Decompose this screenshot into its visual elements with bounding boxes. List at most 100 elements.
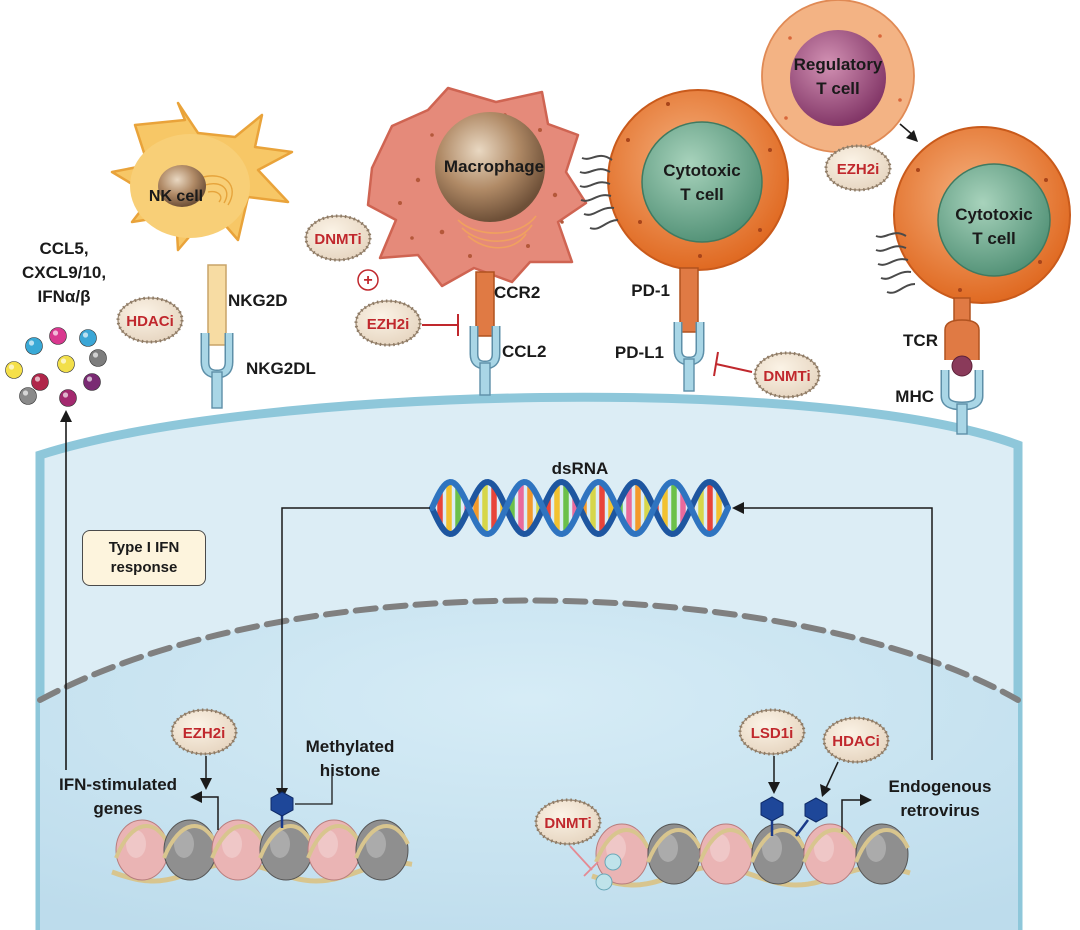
dna-wrap [162, 824, 218, 859]
ezh2i-pill-macrophage: EZH2i [354, 299, 422, 347]
ifn-tss-line [200, 796, 219, 830]
ifn-tss-arrowhead [190, 791, 202, 803]
cytokine-dot-highlight [8, 364, 15, 370]
ezh2i-treg-label: EZH2i [837, 161, 880, 178]
ctl2-granules [916, 168, 1048, 292]
ezh2i-down-arrowhead [200, 778, 212, 790]
cytokine-dots [5, 327, 107, 407]
dnmti-bottom-inhibit-line [569, 845, 593, 871]
cytotoxic-t-cell-2: Cytotoxic T cell [875, 126, 1071, 304]
ifn-genes-line-1: IFN-stimulated [59, 775, 177, 794]
chromatin-right [591, 823, 911, 888]
nucleosome-highlight [222, 830, 242, 858]
cytokine-dot-highlight [34, 376, 41, 382]
treg-label-line-1: Regulatory [794, 55, 883, 74]
nkg2d-label: NKG2D [228, 291, 288, 310]
tcr-label: TCR [903, 331, 938, 350]
regulatory-t-cell: Regulatory T cell [761, 0, 915, 153]
hdaci-top-label: HDACi [126, 313, 174, 330]
cytokine-dot [59, 389, 77, 407]
dna-wrap [306, 824, 362, 859]
dsrna-helix [429, 478, 731, 538]
dna-wrap [210, 824, 266, 859]
nuclear-envelope [37, 597, 1021, 703]
ccr2-receptor: CCR2 CCL2 [469, 271, 546, 396]
dsrna-strand [429, 478, 731, 538]
dnmti-inhibit-line [715, 363, 753, 373]
methyl-hexagon [270, 791, 294, 817]
type1-ifn-line-1: Type I IFN [108, 539, 180, 556]
treg-granules [784, 34, 902, 120]
chromatin-left [111, 819, 413, 884]
dnmti-inhibit-bar [713, 351, 719, 377]
nk-nucleus [158, 165, 206, 207]
dnmti-pill-pdl1: DNMTi [753, 351, 821, 399]
ezh2i-pill-bottom: EZH2i [170, 708, 238, 756]
dna-strand [591, 864, 911, 888]
pdl1-label: PD-L1 [615, 343, 664, 362]
type1-ifn-response-box: Type I IFN response [82, 530, 206, 586]
cytokines-group: CCL5, CXCL9/10, IFNα/β [5, 239, 107, 407]
macrophage-granules [398, 113, 564, 258]
hdaci-pill-bottom: HDACi [822, 716, 890, 764]
pdl1-stalk [683, 358, 695, 392]
ctl1-label-line-1: Cytotoxic [663, 161, 740, 180]
endogenous-retrovirus-line-1: Endogenous [889, 777, 992, 796]
dna-wrap [854, 828, 910, 863]
type1-ifn-line-2: response [110, 559, 178, 576]
cytokine-dot [25, 337, 43, 355]
nucleosome-highlight [270, 830, 290, 858]
dna-strand [111, 860, 413, 884]
ctl2-nucleus [937, 163, 1051, 277]
ccr2-stalk [475, 271, 495, 337]
endogenous-retrovirus-line-2: retrovirus [900, 801, 979, 820]
dna-wrap [114, 824, 170, 859]
dna-methyl-dot-2 [595, 873, 613, 891]
dnmti-pdl1-label: DNMTi [763, 368, 810, 385]
cytokine-dot [31, 373, 49, 391]
nucleosome-highlight [658, 834, 678, 862]
ctl1-nucleus [641, 121, 763, 243]
cytokine-dot-highlight [92, 352, 99, 358]
dnmti-top-label: DNMTi [314, 231, 361, 248]
methyl-stalk-right-2 [795, 819, 809, 837]
hdaci-pill-top: HDACi [116, 296, 184, 344]
ifn-secretion-arrowhead [60, 410, 72, 422]
retrovirus-to-dsrna-line [742, 507, 933, 760]
hdaci-down-arrow [825, 761, 839, 789]
nkg2d-receptor: NKG2D NKG2DL [200, 264, 316, 409]
lsd1i-pill: LSD1i [738, 708, 806, 756]
cytokine-dot [83, 373, 101, 391]
cytokine-dot-highlight [82, 332, 89, 338]
tcr-mhc-complex: TCR MHC [895, 297, 984, 435]
hdaci-down-arrowhead [820, 784, 831, 797]
dna-methyl-dot-1 [604, 853, 622, 871]
ezh2i-pill-treg: EZH2i [824, 144, 892, 192]
cytokine-label-line-1: CCL5, [39, 239, 88, 258]
ctl1-label-line-2: T cell [680, 185, 723, 204]
nucleosome-highlight [174, 830, 194, 858]
treg-label-line-2: T cell [816, 79, 859, 98]
pd1-label: PD-1 [631, 281, 670, 300]
ccr2-label: CCR2 [494, 283, 540, 302]
ctl2-label-line-1: Cytotoxic [955, 205, 1032, 224]
nucleosome-highlight [762, 834, 782, 862]
dna-wrap [594, 828, 650, 863]
erv-tss-arrowhead [860, 794, 872, 806]
cytokine-dot-highlight [86, 376, 93, 382]
cytokine-label-line-3: IFNα/β [38, 287, 91, 306]
nucleosome-highlight [318, 830, 338, 858]
macrophage: Macrophage [366, 86, 588, 288]
methylated-histone-line-1: Methylated [306, 737, 395, 756]
ctl2-microvilli [875, 232, 916, 294]
methylated-histone-line-2: histone [320, 761, 380, 780]
cytokine-dot-highlight [52, 330, 59, 336]
nucleosome-highlight [866, 834, 886, 862]
cytokine-dot [19, 387, 37, 405]
treg-nucleus [790, 30, 886, 126]
cytokine-dot [57, 355, 75, 373]
cytokine-dot [79, 329, 97, 347]
nk-cell-label: NK cell [149, 188, 203, 205]
